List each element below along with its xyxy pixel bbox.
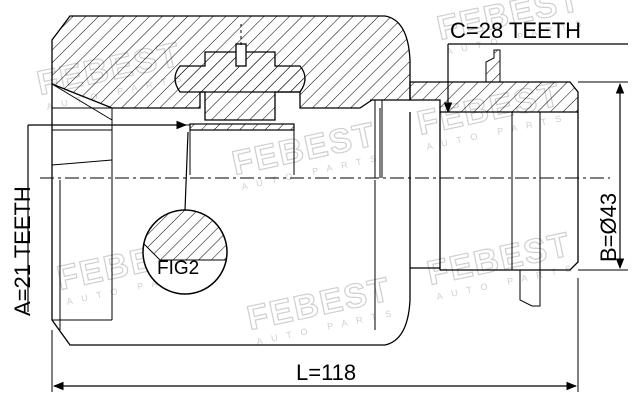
teeth-c-label: C=28 TEETH (450, 18, 581, 43)
tripod-roller (174, 24, 306, 121)
teeth-a-label: A=21 TEETH (10, 186, 35, 316)
dimension-l (51, 278, 579, 392)
dimension-c (443, 43, 628, 114)
fig2-label: FIG2 (157, 258, 199, 279)
dimension-b (578, 81, 628, 271)
fig2-detail: FIG2 (142, 131, 228, 295)
length-l-label: L=118 (296, 360, 356, 385)
housing-outline (51, 84, 411, 346)
inner-spline (112, 123, 295, 175)
dimension-a (27, 120, 188, 312)
diameter-b-label: B=Ø43 (596, 193, 621, 262)
